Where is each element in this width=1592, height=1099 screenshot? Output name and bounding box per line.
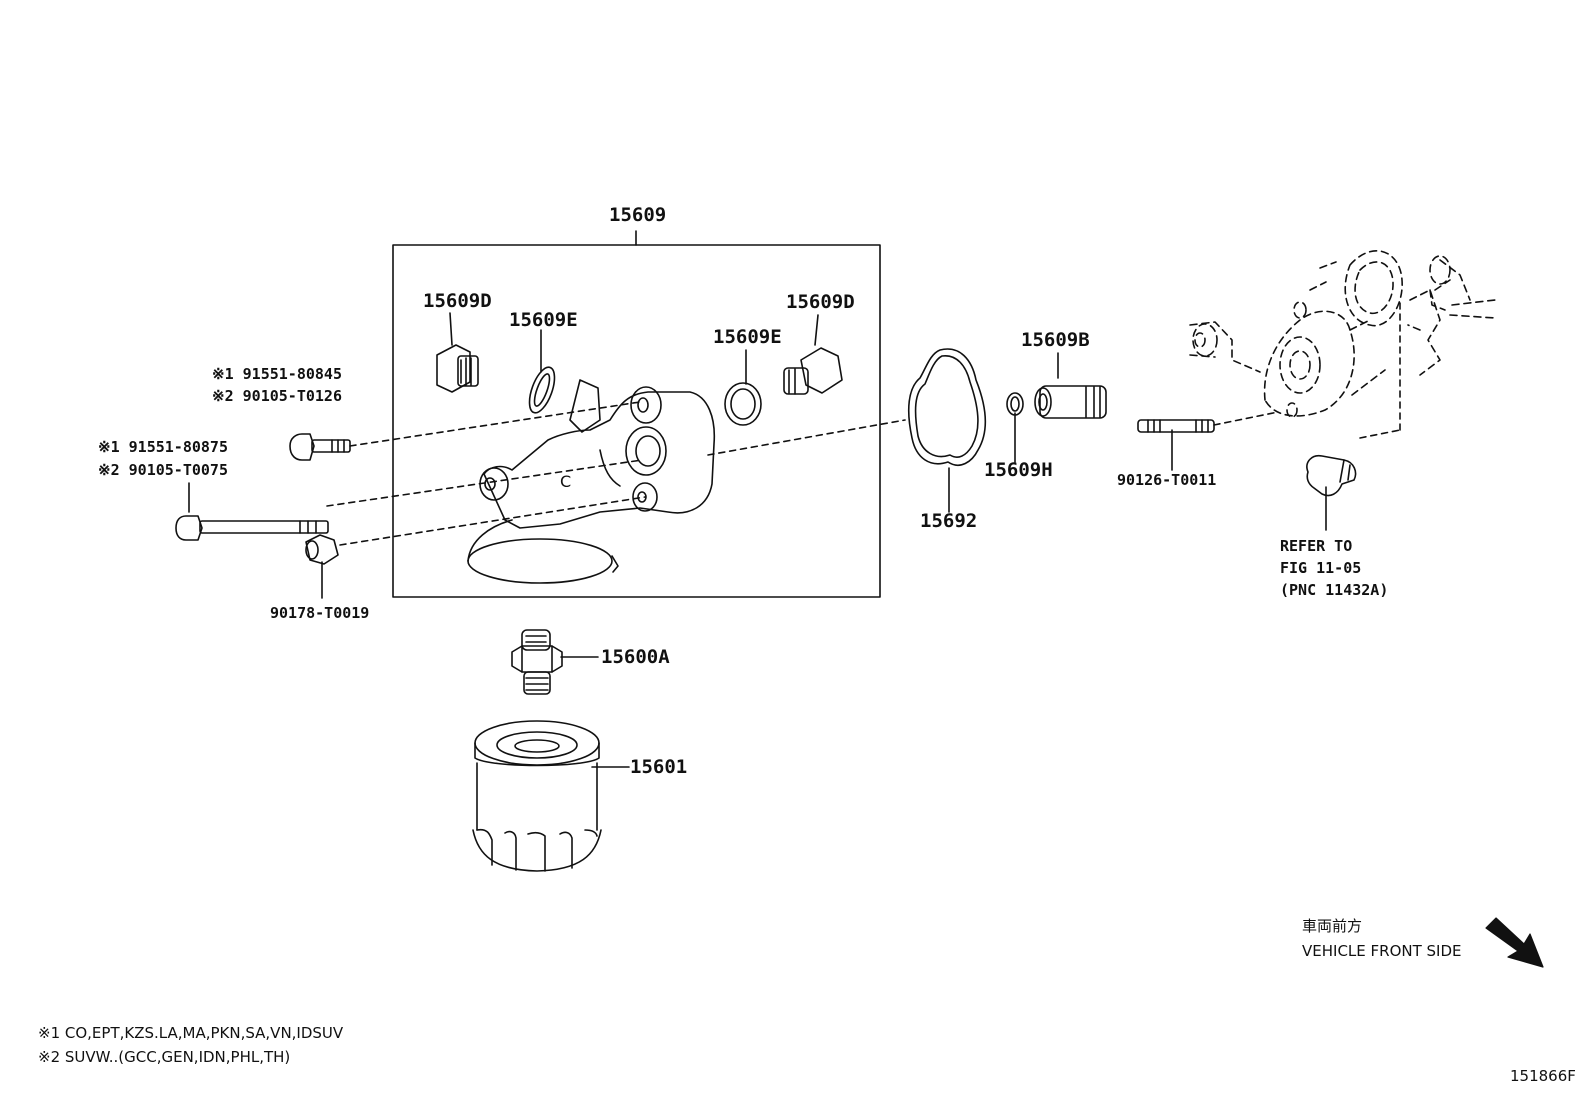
- bracket-housing-drawing: C: [467, 379, 716, 584]
- direction-jp: 車両前方: [1302, 917, 1363, 935]
- union-bolt-drawing: [1034, 385, 1107, 419]
- nut-label: 90178-T0019: [270, 604, 370, 622]
- union-label: 15600A: [601, 646, 670, 668]
- leader-lines: [188, 312, 1327, 768]
- refer-note: REFER TO FIG 11-05 (PNC 11432A): [1280, 535, 1388, 601]
- union-drawing: [511, 629, 563, 695]
- gasket-left-drawing: [528, 366, 556, 414]
- drain-plug-drawing: [1306, 454, 1357, 497]
- filter-drawing: [472, 720, 602, 872]
- refer-line-2: FIG 11-05: [1280, 559, 1362, 577]
- assembly-box: [392, 230, 881, 598]
- gasket-right-drawing: [724, 382, 762, 426]
- gasket-right-label: 15609E: [713, 326, 782, 348]
- nut-drawing: [305, 534, 339, 565]
- housing-gasket-label: 15692: [920, 510, 978, 532]
- plug-left-label: 15609D: [423, 290, 492, 312]
- stud-drawing: [1137, 419, 1215, 433]
- bolt-upper-drawing: [289, 433, 351, 461]
- plug-right-drawing: [783, 347, 843, 395]
- stud-label: 90126-T0011: [1117, 471, 1217, 489]
- plug-left-drawing: [436, 344, 479, 393]
- svg-text:C: C: [560, 472, 571, 491]
- housing-gasket-drawing: [907, 348, 987, 466]
- figure-id: 151866F: [1510, 1067, 1576, 1085]
- front-arrow-icon: [1485, 917, 1544, 968]
- dashed-guides: [326, 299, 1401, 546]
- engine-reference-drawing: [1189, 250, 1496, 418]
- bolt-upper-label-2: ※2 90105-T0126: [212, 387, 342, 405]
- filter-label: 15601: [630, 756, 688, 778]
- refer-line-3: (PNC 11432A): [1280, 581, 1389, 599]
- bolt-long-drawing: [175, 515, 329, 541]
- footnote-2: ※2 SUVW..(GCC,GEN,IDN,PHL,TH): [38, 1048, 291, 1066]
- oring-label: 15609H: [984, 459, 1053, 481]
- refer-line-1: REFER TO: [1280, 537, 1353, 555]
- oring-drawing: [1006, 392, 1024, 416]
- footnote-1: ※1 CO,EPT,KZS.LA,MA,PKN,SA,VN,IDSUV: [38, 1024, 344, 1042]
- union-bolt-label: 15609B: [1021, 329, 1090, 351]
- plug-right-label: 15609D: [786, 291, 855, 313]
- direction-en: VEHICLE FRONT SIDE: [1302, 942, 1462, 960]
- assembly-label: 15609: [609, 204, 667, 226]
- bolt-upper-label-1: ※1 91551-80845: [212, 365, 342, 383]
- gasket-left-label: 15609E: [509, 309, 578, 331]
- bolt-long-label-2: ※2 90105-T0075: [98, 461, 228, 479]
- bolt-long-label-1: ※1 91551-80875: [98, 438, 228, 456]
